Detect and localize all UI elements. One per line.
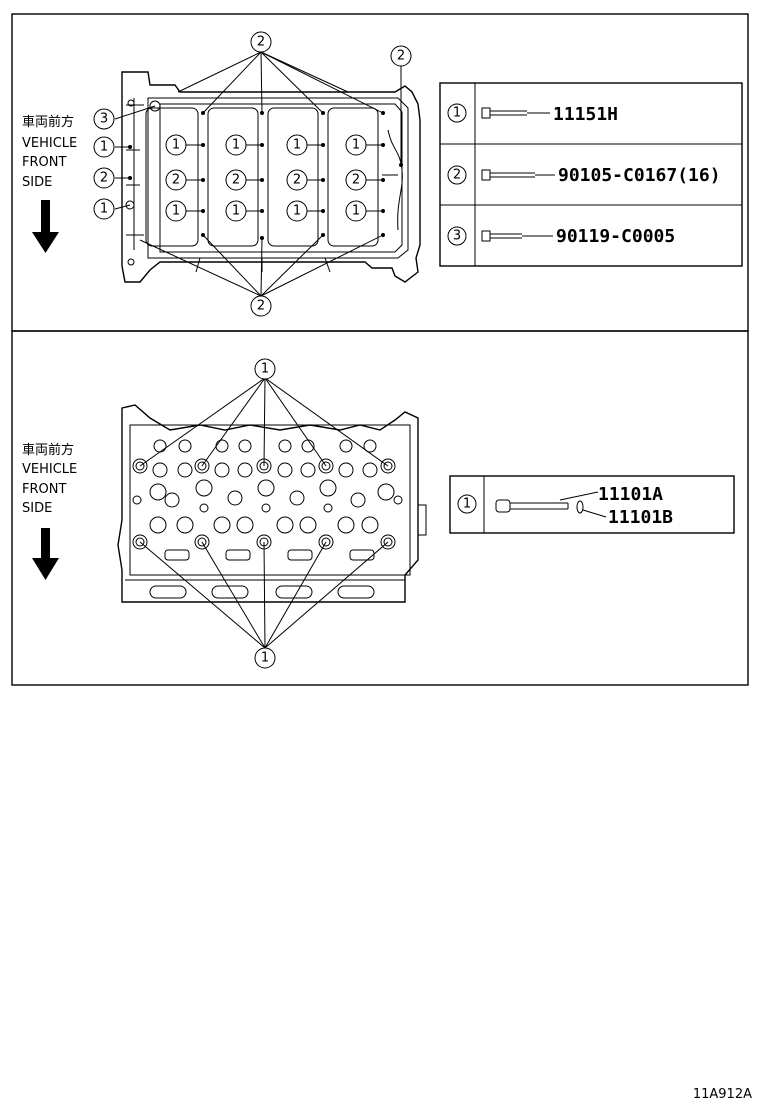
- cylinder-head-drawing: [117, 404, 427, 603]
- top-callout-1: 1: [165, 200, 187, 222]
- top-parts-row-1: 1 11151H: [447, 103, 618, 125]
- top-callout-1: 1: [93, 136, 115, 158]
- top-callout-2: 2: [93, 167, 115, 189]
- top-callout-1: 1: [225, 200, 247, 222]
- bolt-icon: [481, 107, 550, 119]
- svg-text:1: 1: [100, 140, 108, 155]
- svg-text:2: 2: [100, 171, 108, 186]
- top-parts-table: [439, 82, 743, 267]
- svg-text:11151H: 11151H: [553, 104, 618, 125]
- svg-text:FRONT: FRONT: [22, 155, 66, 170]
- top-leader-lines: [114, 51, 402, 297]
- bottom-parts-table: [449, 475, 735, 534]
- top-parts-row-3: 3 90119-C0005: [447, 226, 675, 247]
- top-callout-1: 1: [93, 198, 115, 220]
- svg-text:2: 2: [293, 173, 301, 188]
- bottom-leader-lines: [139, 377, 389, 649]
- top-callout-2: 2: [345, 169, 367, 191]
- svg-text:1: 1: [463, 497, 471, 512]
- svg-text:VEHICLE: VEHICLE: [22, 462, 77, 477]
- bottom-front-arrow-icon: [32, 528, 59, 580]
- svg-text:11101A: 11101A: [598, 484, 663, 505]
- bottom-parts-row-1: 1 11101A 11101B: [457, 484, 673, 528]
- svg-text:3: 3: [100, 112, 108, 127]
- svg-text:2: 2: [397, 49, 405, 64]
- top-callout-1: 1: [345, 200, 367, 222]
- top-callout-2: 2: [286, 169, 308, 191]
- svg-text:SIDE: SIDE: [22, 501, 52, 516]
- svg-text:2: 2: [172, 173, 180, 188]
- bottom-direction-label: 車両前方 VEHICLE FRONT SIDE: [22, 442, 77, 516]
- svg-text:2: 2: [257, 35, 265, 50]
- svg-text:1: 1: [293, 138, 301, 153]
- svg-text:1: 1: [352, 138, 360, 153]
- top-callout-1: 1: [345, 134, 367, 156]
- svg-text:1: 1: [172, 138, 180, 153]
- bolt-icon: [481, 230, 553, 242]
- svg-text:90105-C0167(16): 90105-C0167(16): [558, 165, 721, 186]
- diagram-id: 11A912A: [693, 1087, 752, 1102]
- top-callout-1: 1: [225, 134, 247, 156]
- svg-text:1: 1: [232, 204, 240, 219]
- bolt-icon: [481, 169, 555, 181]
- top-front-arrow-icon: [32, 200, 59, 253]
- svg-text:1: 1: [261, 651, 269, 666]
- top-callout-1: 1: [165, 134, 187, 156]
- svg-text:車両前方: 車両前方: [22, 114, 74, 130]
- svg-text:2: 2: [453, 168, 461, 183]
- head-bolt-icon: [495, 491, 607, 518]
- svg-text:3: 3: [453, 229, 461, 244]
- top-callout-3: 3: [93, 108, 115, 130]
- panel-bottom-frame: [11, 330, 749, 686]
- svg-text:2: 2: [352, 173, 360, 188]
- svg-text:SIDE: SIDE: [22, 175, 52, 190]
- svg-text:11101B: 11101B: [608, 507, 673, 528]
- svg-text:FRONT: FRONT: [22, 482, 66, 497]
- svg-text:1: 1: [232, 138, 240, 153]
- svg-text:VEHICLE: VEHICLE: [22, 136, 77, 151]
- bottom-callout-1: 1: [254, 358, 276, 380]
- top-callout-2: 2: [390, 45, 412, 67]
- top-callout-2: 2: [225, 169, 247, 191]
- svg-text:1: 1: [172, 204, 180, 219]
- svg-text:90119-C0005: 90119-C0005: [556, 226, 675, 247]
- svg-text:車両前方: 車両前方: [22, 442, 74, 458]
- svg-text:2: 2: [232, 173, 240, 188]
- top-callout-2: 2: [250, 295, 272, 317]
- svg-text:1: 1: [352, 204, 360, 219]
- svg-text:1: 1: [261, 362, 269, 377]
- top-direction-label: 車両前方 VEHICLE FRONT SIDE: [22, 114, 77, 190]
- top-callout-1: 1: [286, 134, 308, 156]
- svg-text:2: 2: [257, 299, 265, 314]
- top-callout-1: 1: [286, 200, 308, 222]
- svg-text:1: 1: [100, 202, 108, 217]
- top-callout-2: 2: [165, 169, 187, 191]
- top-parts-row-2: 2 90105-C0167(16): [447, 165, 721, 186]
- top-callout-2: 2: [250, 31, 272, 53]
- svg-text:1: 1: [453, 106, 461, 121]
- svg-text:1: 1: [293, 204, 301, 219]
- bottom-callout-1: 1: [254, 647, 276, 669]
